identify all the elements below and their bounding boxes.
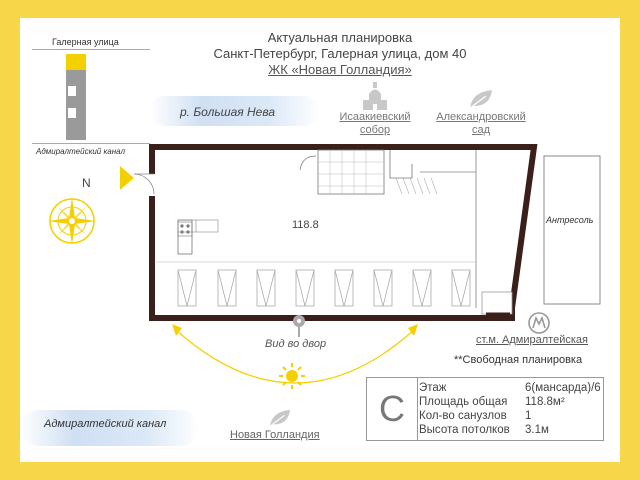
river-label: р. Большая Нева bbox=[180, 105, 276, 119]
entrance-arrow bbox=[120, 166, 134, 190]
metro-icon bbox=[528, 312, 550, 334]
minimap-street-label: Галерная улица bbox=[52, 37, 119, 47]
area-label: 118.8 bbox=[292, 219, 319, 231]
compass-north-label: N bbox=[82, 176, 91, 190]
river-water bbox=[150, 96, 320, 126]
minimap-canal-label: Адмиралтейский канал bbox=[36, 147, 125, 156]
floor-plan bbox=[120, 144, 538, 321]
info-row-floor: Этаж 6(мансарда)/6 bbox=[419, 382, 601, 396]
pin-icon bbox=[293, 315, 305, 337]
cathedral-line1: Исаакиевский bbox=[339, 111, 411, 123]
info-key: Высота потолков bbox=[419, 424, 510, 436]
sun-icon bbox=[279, 363, 305, 389]
class-letter-box: C bbox=[367, 378, 418, 440]
header-title: Актуальная планировка bbox=[267, 30, 413, 45]
church-icon bbox=[363, 82, 387, 110]
info-value: 118.8м² bbox=[525, 396, 565, 408]
info-box: C Этаж 6(мансарда)/6 Площадь общая 118.8… bbox=[366, 377, 604, 441]
metro-link[interactable]: ст.м. Адмиралтейская bbox=[476, 334, 588, 346]
compass-icon bbox=[48, 197, 96, 245]
minimap-building bbox=[66, 54, 86, 140]
info-value: 1 bbox=[525, 410, 532, 422]
garden-line1: Александровский bbox=[436, 111, 526, 123]
minimap-canal-line bbox=[32, 143, 150, 144]
new-holland-link[interactable]: Новая Голландия bbox=[230, 429, 320, 441]
mezzanine-label: Антресоль bbox=[546, 215, 594, 225]
cathedral-link[interactable]: Исаакиевский собор bbox=[330, 111, 420, 137]
leaf-icon bbox=[269, 409, 290, 427]
info-row-bathrooms: Кол-во санузлов 1 bbox=[419, 410, 601, 424]
info-key: Площадь общая bbox=[419, 396, 508, 408]
info-value: 6(мансарда)/6 bbox=[525, 382, 601, 394]
info-key: Этаж bbox=[419, 382, 447, 394]
cathedral-line2: собор bbox=[359, 124, 391, 136]
garden-link[interactable]: Александровский сад bbox=[420, 111, 542, 137]
info-row-area: Площадь общая 118.8м² bbox=[419, 396, 601, 410]
floor-plan-sheet: Актуальная планировка Санкт-Петербург, Г… bbox=[20, 18, 620, 462]
class-letter: C bbox=[379, 388, 405, 429]
info-value: 3.1м bbox=[525, 424, 549, 436]
info-row-ceiling: Высота потолков 3.1м bbox=[419, 424, 601, 438]
canal-label: Адмиралтейский канал bbox=[44, 418, 167, 430]
header-complex-link[interactable]: ЖК «Новая Голландия» bbox=[268, 62, 412, 77]
leaf-icon bbox=[469, 90, 492, 109]
minimap-street-line bbox=[32, 49, 150, 50]
canal-water bbox=[20, 410, 200, 446]
info-key: Кол-во санузлов bbox=[419, 410, 507, 422]
header-address: Санкт-Петербург, Галерная улица, дом 40 bbox=[213, 46, 467, 61]
garden-line2: сад bbox=[471, 124, 491, 136]
sun-path-arc bbox=[172, 324, 418, 384]
courtyard-label: Вид во двор bbox=[265, 338, 327, 350]
layout-note: **Свободная планировка bbox=[454, 354, 583, 366]
mezzanine bbox=[542, 154, 602, 306]
